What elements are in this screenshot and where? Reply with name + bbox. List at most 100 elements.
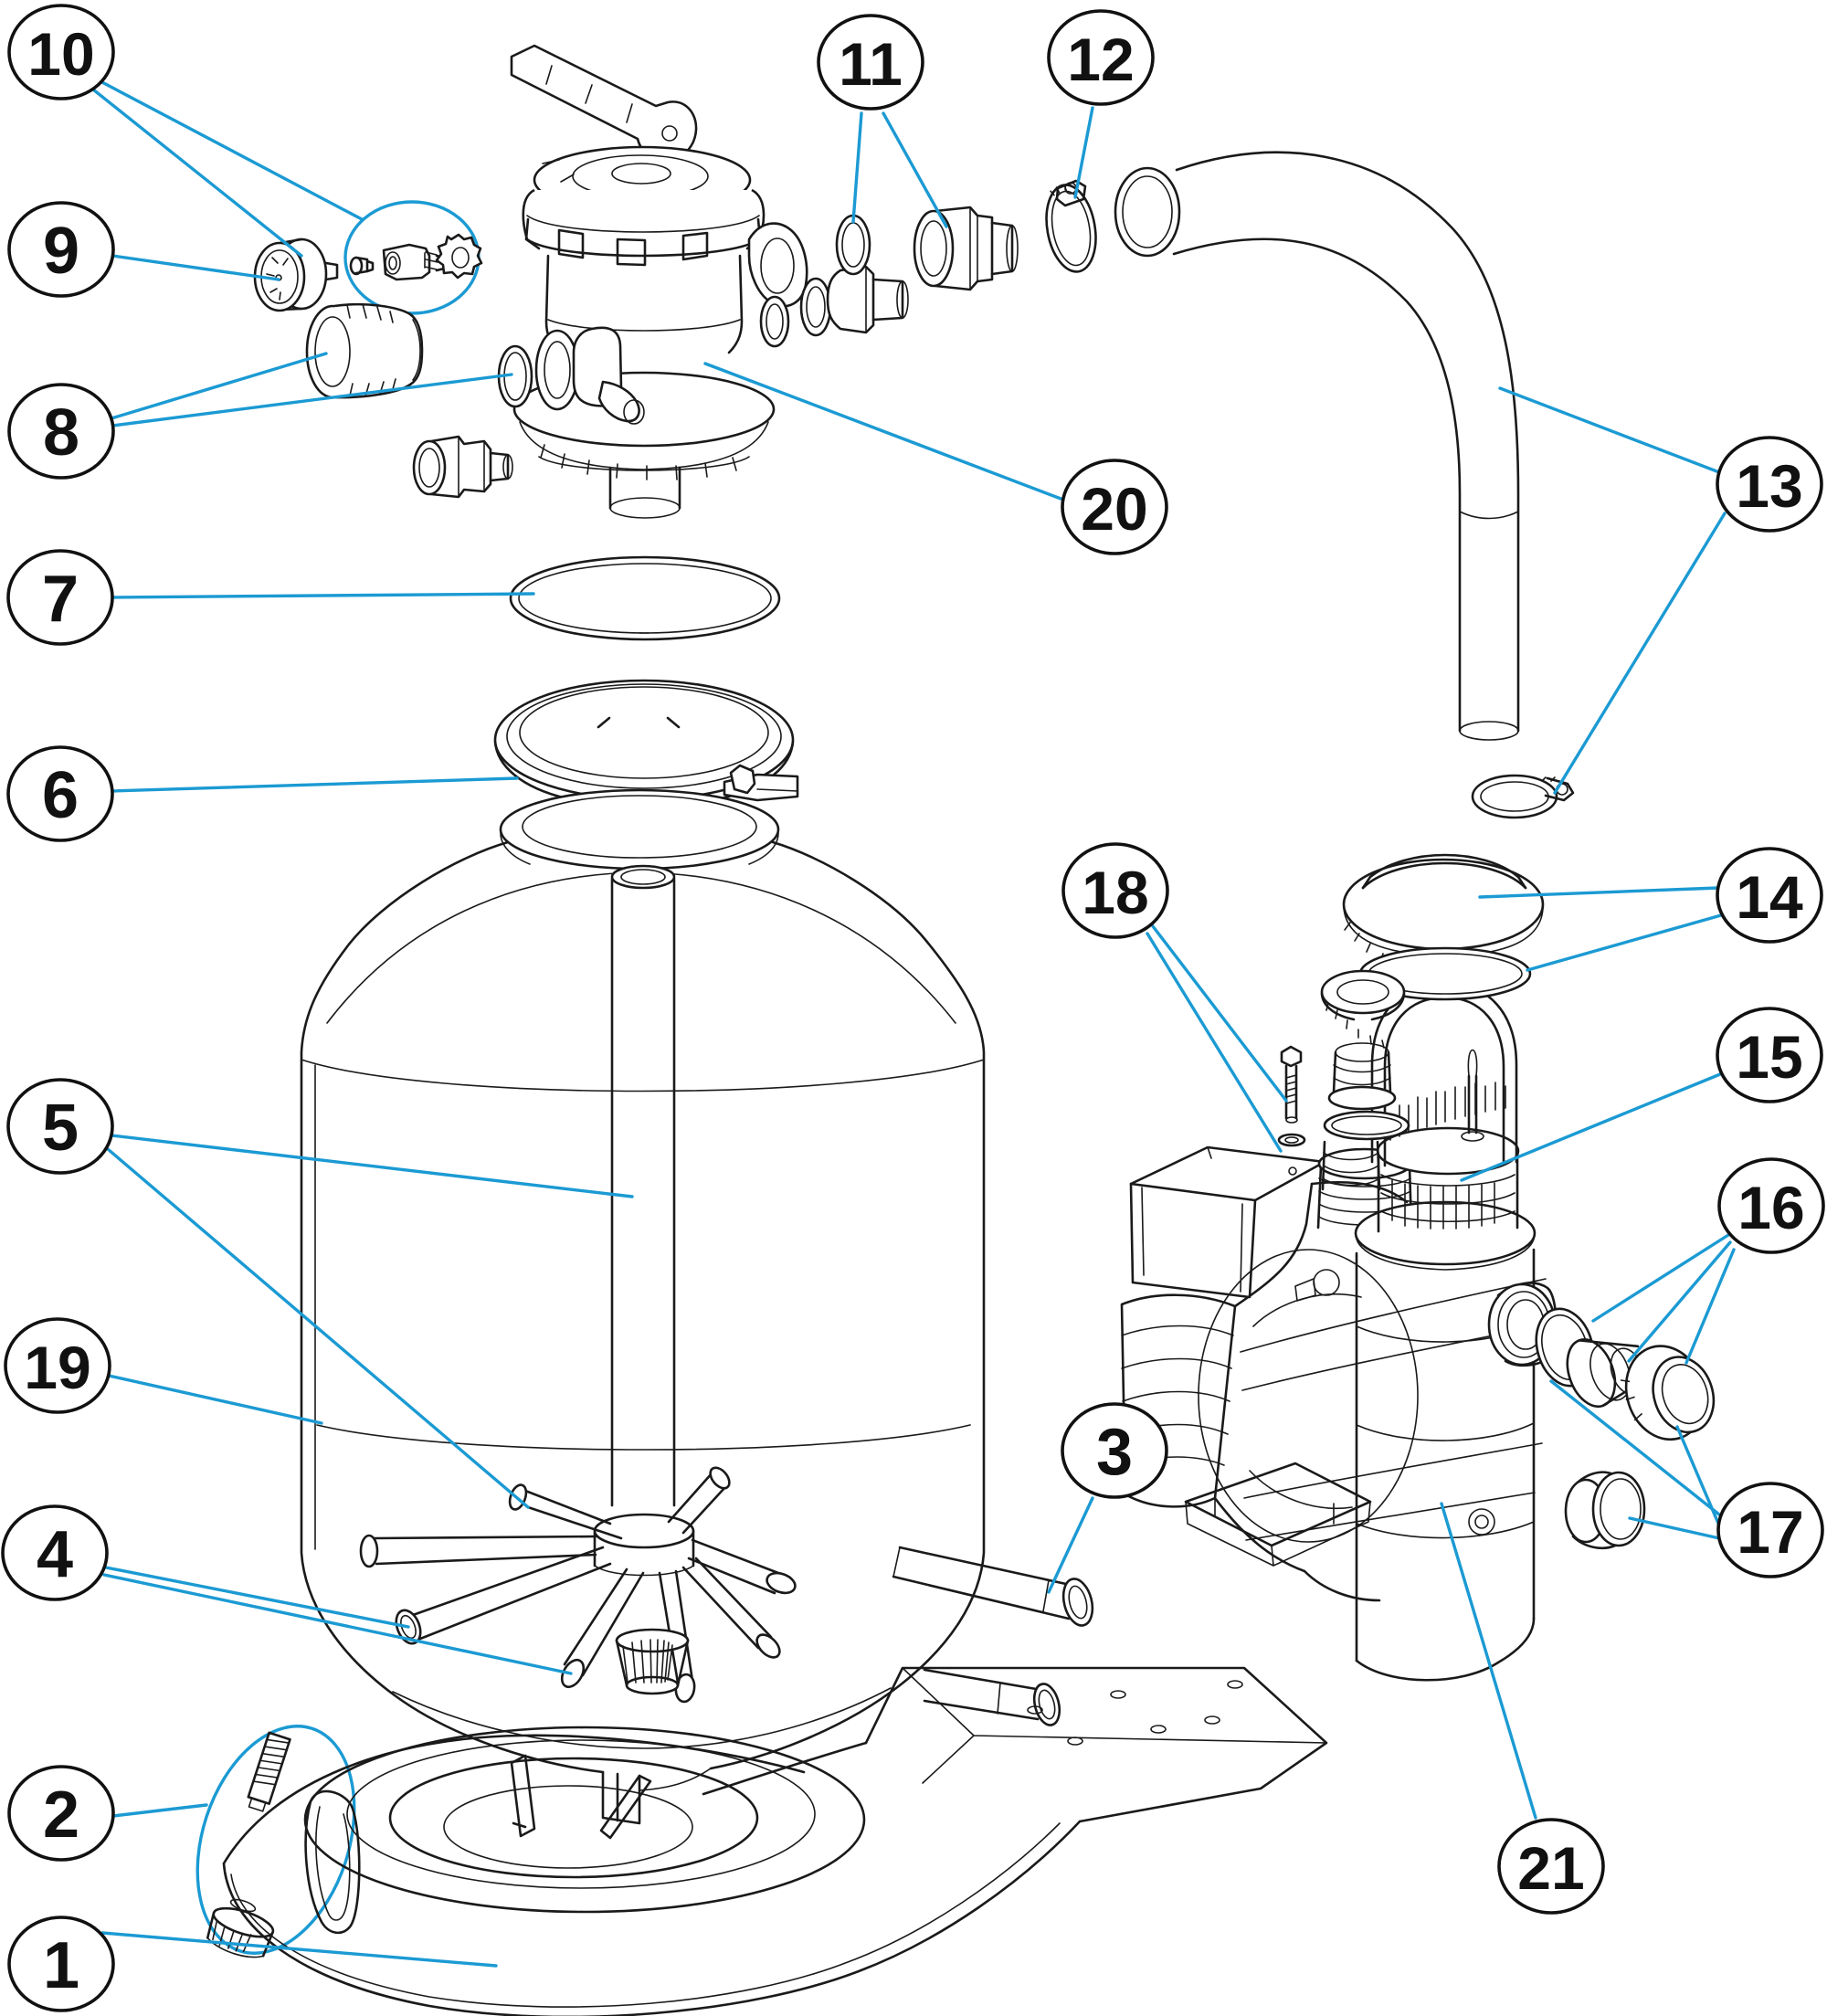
callout-15-strainer-basket: 15 (1716, 1007, 1823, 1103)
leader-line-valve-union (882, 111, 948, 228)
leader-line-hose-adapter-set (1549, 1379, 1721, 1516)
callout-circle (7, 201, 115, 298)
callout-7-tank-o-ring: 7 (6, 549, 114, 646)
callout-number: 17 (1737, 1498, 1803, 1566)
callout-circle (7, 383, 115, 480)
male-adapter-fitting (412, 435, 513, 499)
leader-line-pump-body (1440, 1502, 1537, 1820)
callout-17-hose-adapter-set: 17 (1716, 1482, 1824, 1578)
callout-circle (7, 1765, 115, 1862)
leader-line-pump-union-set (1591, 1233, 1730, 1323)
leader-line-tank-o-ring (110, 592, 535, 599)
callout-circle (1047, 9, 1155, 106)
callout-5-standpipe-collector: 5 (6, 1078, 114, 1175)
callout-circle (6, 745, 114, 842)
callout-number: 21 (1517, 1834, 1584, 1902)
callout-circle (1716, 847, 1823, 944)
callout-14-pump-lid-oring: 14 (1716, 847, 1823, 944)
leader-line-union-nut-oring (111, 373, 513, 427)
pressure-gauge (253, 237, 339, 312)
callout-circle (7, 1916, 115, 2012)
callout-circle (7, 4, 115, 100)
leader-line-bolt-washer (1151, 924, 1288, 1103)
callout-number: 9 (43, 215, 79, 288)
callout-13-connection-hose: 13 (1716, 436, 1823, 533)
hose-clamp-upper (1045, 179, 1097, 273)
callout-number: 19 (24, 1334, 90, 1401)
callout-1-base: 1 (7, 1916, 115, 2012)
callout-circle (1061, 459, 1168, 555)
callout-circle (4, 1317, 111, 1414)
leader-line-bolt-kit (111, 1803, 208, 1818)
callout-number: 13 (1736, 452, 1802, 520)
callout-16-pump-union-set: 16 (1717, 1157, 1825, 1254)
callout-number: 1 (43, 1929, 79, 2002)
callout-21-pump-body: 21 (1497, 1818, 1605, 1915)
callout-8-union-nut-oring: 8 (7, 383, 115, 480)
base (222, 1666, 1328, 2016)
callout-19-filter-tank: 19 (4, 1317, 111, 1414)
clamp-ring (493, 679, 799, 807)
pump-assembly (1120, 853, 1716, 1682)
union-nut (305, 302, 424, 399)
leader-line-pump-lid-oring (1478, 886, 1720, 899)
callout-number: 11 (839, 30, 903, 98)
leader-line-hose-adapter-set (1675, 1425, 1721, 1527)
callout-number: 2 (43, 1779, 79, 1852)
leader-line-pump-union-set (1627, 1240, 1732, 1363)
leader-line-standpipe-collector (110, 1134, 634, 1198)
callout-circle (1717, 1157, 1825, 1254)
callout-circle (1716, 1007, 1823, 1103)
callout-circle (1716, 1482, 1824, 1578)
leader-line-connection-hose (1553, 512, 1727, 795)
purge-fittings-detail (343, 200, 483, 315)
callout-12-hose-clamp: 12 (1047, 9, 1155, 106)
bolt-kit (195, 1725, 356, 1958)
tank-o-ring (509, 555, 781, 641)
callout-number: 6 (42, 759, 79, 832)
callout-number: 18 (1082, 859, 1148, 926)
leader-line-valve-union (851, 111, 863, 224)
leader-line-laterals (104, 1566, 410, 1629)
leader-line-hose-clamp (1073, 106, 1094, 199)
leader-lines (91, 79, 1736, 1968)
callout-20-multiport-valve: 20 (1061, 459, 1168, 555)
callout-circle (1061, 842, 1169, 939)
callout-circle (6, 1078, 114, 1175)
callout-circle (1716, 436, 1823, 533)
callout-number: 20 (1081, 475, 1147, 543)
callout-6-clamp-ring: 6 (6, 745, 114, 842)
callout-circle (1061, 1402, 1168, 1499)
leader-line-gauge-fittings (97, 79, 364, 221)
callout-number: 3 (1096, 1416, 1133, 1489)
callout-10-gauge-fittings: 10 (7, 4, 115, 100)
callout-circle (1, 1504, 109, 1601)
callout-4-laterals: 4 (1, 1504, 109, 1601)
drain-pipe (892, 1546, 1094, 1627)
callout-number: 16 (1737, 1174, 1804, 1241)
leader-line-pressure-gauge (111, 254, 280, 281)
connection-hose (1114, 151, 1575, 819)
leader-line-hose-adapter-set (1628, 1516, 1721, 1540)
multiport-valve (497, 44, 1019, 519)
leader-line-union-nut-oring (110, 352, 328, 420)
callout-number: 14 (1736, 863, 1803, 931)
leader-line-connection-hose (1498, 386, 1721, 474)
callout-number: 10 (27, 20, 94, 88)
leader-line-drain-pipe (1047, 1496, 1094, 1594)
filter-tank (300, 788, 1061, 1825)
callout-3-drain-pipe: 3 (1061, 1402, 1168, 1499)
leader-line-gauge-fittings (91, 88, 303, 258)
callout-2-bolt-kit: 2 (7, 1765, 115, 1862)
leader-line-multiport-valve (703, 362, 1065, 501)
callout-9-pressure-gauge: 9 (7, 201, 115, 298)
callout-18-bolt-washer: 18 (1061, 842, 1169, 939)
callout-number: 4 (37, 1518, 73, 1591)
leader-line-pump-union-set (1684, 1248, 1736, 1365)
leader-line-base (100, 1931, 498, 1968)
leader-line-strainer-basket (1460, 1072, 1722, 1182)
callout-number: 12 (1067, 26, 1134, 93)
